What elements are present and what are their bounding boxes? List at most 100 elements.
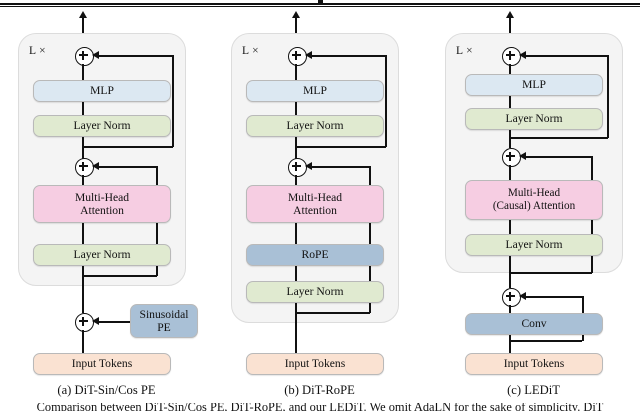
link-plus-mlp-c bbox=[509, 64, 511, 74]
residual2-h-lower-a bbox=[83, 275, 157, 277]
block-mlp-a[interactable]: MLP bbox=[33, 80, 171, 102]
residual2-v-b bbox=[368, 166, 371, 313]
block-input-tokens-a[interactable]: Input Tokens bbox=[33, 353, 171, 375]
link-add3-input-a bbox=[82, 330, 84, 353]
link-attn-rope-b bbox=[295, 223, 297, 244]
block-attention-b[interactable]: Multi-Head Attention bbox=[246, 185, 384, 223]
residual-arrowhead-attn-b bbox=[305, 162, 312, 171]
link-ln2-input-b bbox=[295, 303, 297, 353]
residual-add-mlp-a bbox=[74, 47, 94, 66]
residual-arrowhead-attn-c bbox=[519, 152, 526, 161]
link-plus-mlp-a bbox=[82, 64, 84, 80]
link-attn-ln2-a bbox=[82, 223, 84, 244]
residual-v-b bbox=[384, 55, 387, 147]
block-input-tokens-c[interactable]: Input Tokens bbox=[465, 353, 603, 375]
residual-v-a bbox=[171, 55, 174, 147]
page-top-nub bbox=[318, 0, 323, 3]
loop-count-label-a: L × bbox=[29, 45, 46, 57]
residual-add-attn-a bbox=[74, 158, 94, 177]
attention-line1-c: Multi-Head bbox=[507, 186, 561, 199]
residual2-h-upper-a bbox=[98, 165, 156, 168]
residual-add-mlp-b bbox=[287, 47, 307, 66]
block-layer-norm-bottom-a[interactable]: Layer Norm bbox=[33, 244, 171, 266]
block-layer-norm-top-a[interactable]: Layer Norm bbox=[33, 115, 171, 137]
residual-h-lower-a bbox=[83, 146, 173, 148]
panel-ledit: L × MLP Layer Norm Multi-Head (Causal) A… bbox=[427, 0, 640, 411]
link-add2-attn-c bbox=[509, 165, 511, 180]
conv-arrowhead-c bbox=[519, 292, 526, 301]
link-rope-ln2-b bbox=[295, 266, 297, 281]
output-line-a bbox=[82, 17, 84, 40]
residual-arrowhead-mlp-b bbox=[305, 51, 312, 60]
link-ln-add2-c bbox=[509, 130, 511, 148]
caption-a: (a) DiT-Sin/Cos PE bbox=[57, 383, 156, 397]
link-ln2-add3-a bbox=[82, 266, 84, 313]
link-ln2-convadd-c bbox=[509, 256, 511, 288]
residual2-h-upper-c bbox=[525, 155, 591, 158]
attention-line1-a: Multi-Head bbox=[74, 190, 130, 204]
pe-line1-a: Sinusoidal bbox=[139, 307, 189, 321]
panel-dit-rope: L × MLP Layer Norm Multi-Head Attention … bbox=[213, 0, 426, 411]
link-ln-add2-a bbox=[82, 137, 84, 165]
residual-h-upper-b bbox=[311, 54, 385, 57]
block-layer-norm-bottom-b[interactable]: Layer Norm bbox=[246, 281, 384, 303]
residual-h-lower-c bbox=[510, 137, 608, 139]
conv-add-node-c bbox=[501, 288, 521, 307]
block-rope-b[interactable]: RoPE bbox=[246, 244, 384, 266]
pe-line2-a: PE bbox=[157, 321, 171, 334]
output-arrowhead-b bbox=[291, 11, 300, 18]
link-plus-mlp-b bbox=[295, 64, 297, 80]
residual2-h-lower-c bbox=[510, 272, 592, 274]
page-top-rule bbox=[0, 3, 640, 5]
link-attn-ln2-c bbox=[509, 220, 511, 234]
loop-container-b bbox=[231, 33, 399, 323]
attention-line2-c: (Causal) Attention bbox=[492, 200, 576, 212]
link-conv-input-c bbox=[509, 335, 511, 353]
link-ln-add2-b bbox=[295, 137, 297, 165]
link-mlp-ln-b bbox=[295, 102, 297, 115]
output-arrowhead-c bbox=[505, 11, 514, 18]
residual-arrowhead-attn-a bbox=[92, 162, 99, 171]
attention-line2-b: Attention bbox=[293, 204, 337, 217]
output-arrowhead-a bbox=[78, 11, 87, 18]
block-layer-norm-top-c[interactable]: Layer Norm bbox=[465, 108, 603, 130]
link-add-conv-c bbox=[509, 305, 511, 313]
residual-v-c bbox=[606, 55, 609, 138]
conv-residual-h-lower-c bbox=[510, 339, 582, 342]
residual-h-lower-b bbox=[296, 146, 386, 148]
output-line-c bbox=[509, 17, 511, 40]
pe-add-node-a bbox=[74, 313, 94, 332]
residual-arrowhead-mlp-a bbox=[92, 51, 99, 60]
output-line-b bbox=[295, 17, 297, 40]
conv-residual-h-upper-c bbox=[525, 295, 583, 298]
page-top-rule-thin bbox=[0, 6, 640, 7]
attention-line2-a: Attention bbox=[80, 204, 124, 217]
caption-c: (c) LEDiT bbox=[507, 383, 560, 397]
block-mlp-c[interactable]: MLP bbox=[465, 74, 603, 96]
residual-add-mlp-c bbox=[501, 47, 521, 66]
panel-dit-sincos-pe: L × MLP Layer Norm Multi-Head Attention … bbox=[0, 0, 213, 411]
loop-container-a bbox=[18, 33, 186, 286]
block-input-tokens-b[interactable]: Input Tokens bbox=[246, 353, 384, 375]
bleed-caption-row: Comparison between DiT-Sin/Cos PE, DiT-R… bbox=[0, 403, 640, 411]
block-conv-c[interactable]: Conv bbox=[465, 313, 603, 335]
residual-h-upper-a bbox=[98, 54, 172, 57]
bleed-caption-text: Comparison between DiT-Sin/Cos PE, DiT-R… bbox=[36, 403, 604, 411]
block-mlp-b[interactable]: MLP bbox=[246, 80, 384, 102]
residual-h-upper-c bbox=[525, 54, 607, 57]
block-layer-norm-bottom-c[interactable]: Layer Norm bbox=[465, 234, 603, 256]
block-layer-norm-top-b[interactable]: Layer Norm bbox=[246, 115, 384, 137]
link-add2-attn-a bbox=[82, 175, 84, 185]
loop-count-label-b: L × bbox=[242, 45, 259, 57]
attention-line1-b: Multi-Head bbox=[287, 190, 343, 204]
block-attention-a[interactable]: Multi-Head Attention bbox=[33, 185, 171, 223]
link-mlp-ln-a bbox=[82, 102, 84, 115]
residual2-h-upper-b bbox=[311, 165, 369, 168]
pe-arrowhead-a bbox=[92, 317, 99, 326]
block-sinusoidal-pe-a[interactable]: Sinusoidal PE bbox=[130, 304, 198, 338]
residual-add-attn-b bbox=[287, 158, 307, 177]
caption-b: (b) DiT-RoPE bbox=[284, 383, 355, 397]
residual-add-attn-c bbox=[501, 148, 521, 167]
block-attention-c[interactable]: Multi-Head (Causal) Attention bbox=[465, 180, 603, 220]
